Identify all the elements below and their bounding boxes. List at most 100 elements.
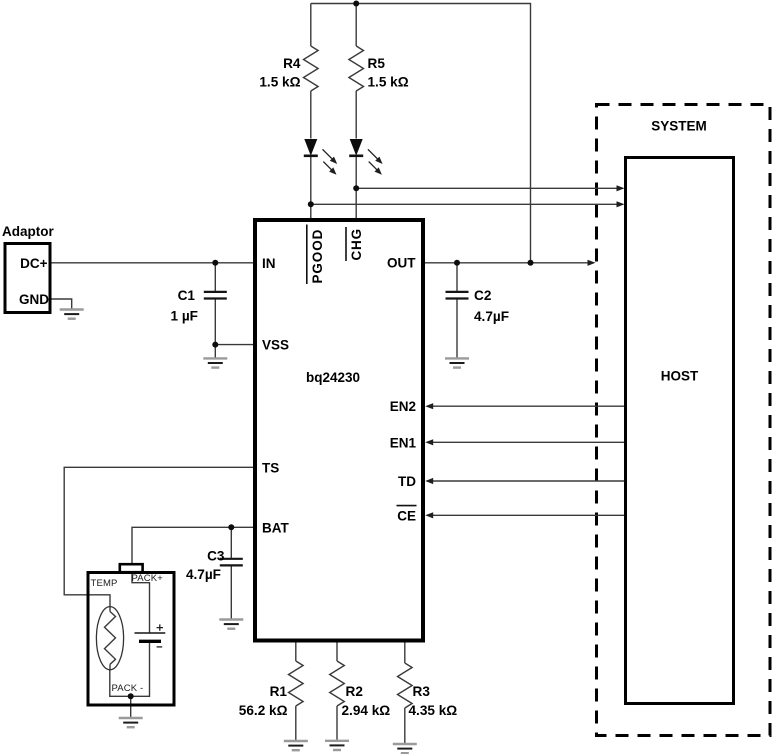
arrowhead-td-into-ic bbox=[425, 477, 434, 485]
battery-plus-sign bbox=[156, 624, 163, 631]
resistor-r2-symbol bbox=[328, 660, 346, 707]
junction-dot bbox=[228, 524, 235, 531]
battery-cell-symbol bbox=[134, 624, 166, 648]
ground-c2 bbox=[445, 357, 469, 369]
ic-pin-pgood: PGOOD bbox=[310, 229, 325, 284]
arrowhead-en2-into-ic bbox=[425, 403, 434, 410]
junction-dot bbox=[212, 341, 219, 348]
capacitor-c1-plates bbox=[203, 290, 227, 300]
ic-pin-en1: EN1 bbox=[390, 435, 417, 450]
arrowhead-chg-into-host bbox=[616, 185, 625, 192]
thermistor-resistor-zigzag bbox=[103, 607, 117, 670]
led-pgood-light-arrow bbox=[322, 161, 333, 171]
ic-pin-bat: BAT bbox=[262, 520, 289, 535]
resistor-r5-symbol bbox=[347, 45, 365, 92]
system-title: SYSTEM bbox=[651, 119, 707, 134]
capacitor-c3-plates bbox=[219, 557, 243, 567]
ground-pack bbox=[118, 716, 143, 729]
pack-plus-label: PACK+ bbox=[132, 573, 164, 584]
junction-dots bbox=[127, 0, 534, 700]
battery-pack-terminal-button bbox=[118, 562, 144, 574]
junction-dot bbox=[212, 259, 219, 266]
wire-adaptor-gnd bbox=[50, 298, 73, 309]
active-low-overlines bbox=[305, 224, 417, 507]
adaptor-box bbox=[3, 242, 52, 314]
led-pgood bbox=[303, 139, 338, 175]
ic-part-number: bq24230 bbox=[306, 370, 360, 385]
wires bbox=[50, 2, 625, 743]
adaptor-pin-gnd: GND bbox=[19, 292, 49, 307]
ground-adaptor bbox=[59, 308, 84, 320]
c2-name: C2 bbox=[474, 288, 492, 303]
ground-symbols bbox=[59, 308, 469, 754]
wire-top-rail bbox=[310, 2, 532, 263]
resistor-r3-symbol bbox=[396, 662, 414, 709]
r3-name: R3 bbox=[413, 684, 431, 699]
host-title: HOST bbox=[661, 369, 699, 384]
ic-pin-out: OUT bbox=[387, 256, 416, 271]
ground-c3 bbox=[219, 618, 244, 630]
resistor-r4-symbol bbox=[302, 45, 320, 92]
c2-value: 4.7µF bbox=[474, 309, 509, 324]
c3-name: C3 bbox=[207, 549, 225, 564]
junction-dot bbox=[527, 259, 534, 266]
led-chg-light-arrowhead bbox=[374, 167, 382, 175]
led-chg-light-arrow bbox=[367, 148, 379, 161]
c1-name: C1 bbox=[178, 288, 196, 303]
r1-value: 56.2 kΩ bbox=[239, 703, 288, 718]
ground-r2 bbox=[325, 739, 349, 752]
c1-value: 1 µF bbox=[171, 309, 198, 324]
adaptor-pin-dc: DC+ bbox=[20, 256, 47, 271]
junction-dot bbox=[307, 201, 314, 208]
led-chg-triangle bbox=[349, 139, 363, 156]
host-box bbox=[624, 156, 735, 705]
led-pgood-light-arrowhead bbox=[329, 156, 338, 164]
system-dashed-box bbox=[595, 103, 772, 737]
ground-vss bbox=[203, 357, 228, 369]
wire-packplus-to-battery bbox=[131, 572, 151, 633]
capacitor-c2-plates bbox=[445, 290, 469, 300]
r5-name: R5 bbox=[368, 56, 386, 71]
led-chg-light-arrowhead bbox=[375, 156, 383, 164]
arrowhead-out-into-system bbox=[587, 259, 596, 266]
junction-dot bbox=[353, 0, 360, 7]
junction-dot bbox=[454, 259, 460, 266]
r1-name: R1 bbox=[270, 684, 288, 699]
junction-dot bbox=[353, 185, 360, 192]
thermistor-symbol bbox=[95, 605, 125, 671]
r4-name: R4 bbox=[283, 56, 301, 71]
led-pgood-triangle bbox=[304, 139, 318, 156]
pack-minus-label: PACK - bbox=[112, 683, 144, 694]
arrowhead-ce-into-ic bbox=[425, 512, 434, 519]
led-chg bbox=[349, 139, 383, 175]
resistor-r1-symbol bbox=[287, 660, 305, 707]
c3-value: 4.7µF bbox=[186, 567, 221, 582]
ic-pin-td: TD bbox=[398, 474, 416, 489]
text-labels: Adaptor DC+ GND C1 1 µF C2 4.7µF C3 4.7µ… bbox=[2, 56, 707, 718]
arrowhead-pgood-into-host bbox=[616, 201, 625, 208]
ic-box bbox=[253, 218, 425, 643]
r4-value: 1.5 kΩ bbox=[259, 75, 300, 90]
wire-ts-to-thermistor bbox=[63, 466, 255, 607]
ic-pin-ce: CE bbox=[397, 508, 416, 523]
r3-value: 4.35 kΩ bbox=[409, 703, 458, 718]
ground-r1 bbox=[283, 739, 308, 752]
adaptor-title: Adaptor bbox=[2, 224, 54, 239]
led-chg-light-arrow bbox=[368, 161, 378, 171]
led-pgood-light-arrowhead bbox=[329, 167, 337, 175]
led-pgood-light-arrow bbox=[322, 148, 334, 161]
ic-pin-in: IN bbox=[262, 256, 276, 271]
ic-pin-en2: EN2 bbox=[390, 399, 416, 414]
r5-value: 1.5 kΩ bbox=[368, 75, 409, 90]
capacitor-symbols bbox=[203, 290, 469, 567]
junction-dot bbox=[127, 693, 134, 700]
ic-pin-ts: TS bbox=[262, 460, 279, 475]
signal-arrowheads bbox=[425, 185, 625, 519]
r2-name: R2 bbox=[346, 684, 364, 699]
arrowhead-en1-into-ic bbox=[425, 439, 434, 446]
ic-pin-chg: CHG bbox=[349, 228, 364, 260]
r2-value: 2.94 kΩ bbox=[342, 703, 391, 718]
pack-temp-label: TEMP bbox=[91, 578, 118, 589]
